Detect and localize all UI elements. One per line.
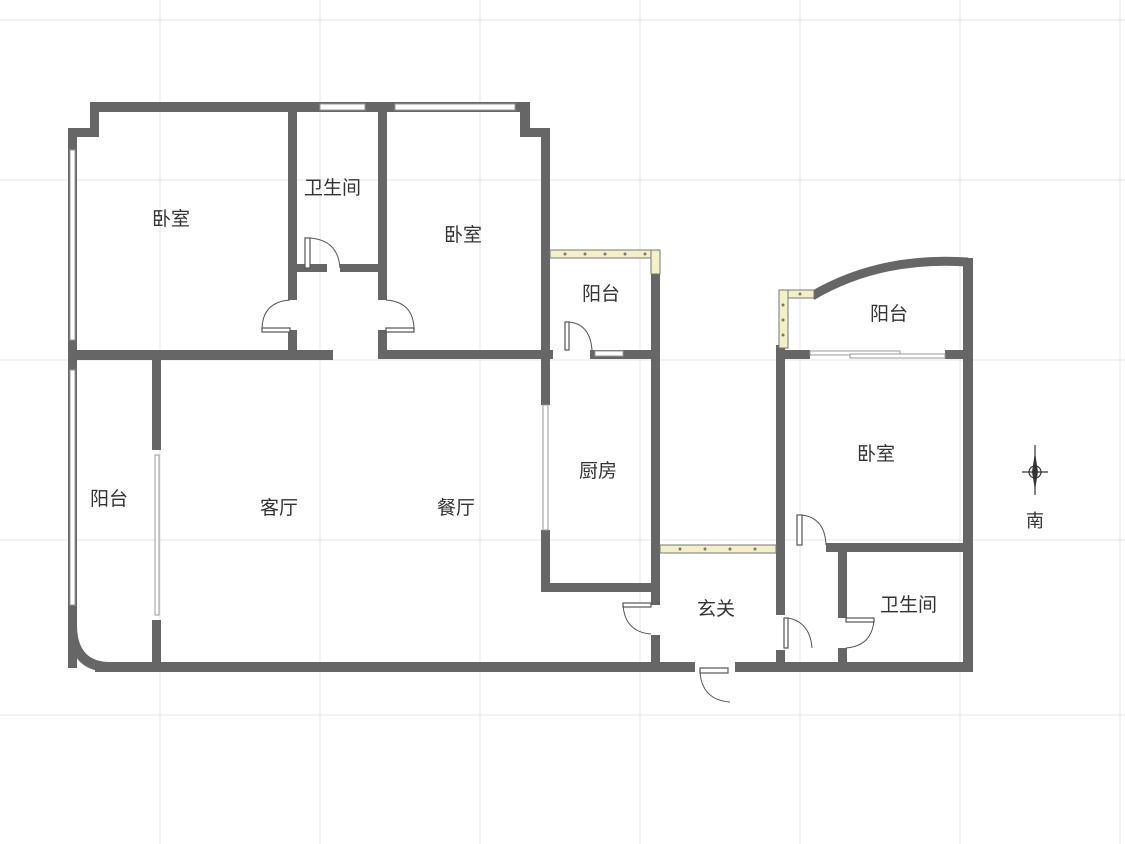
label-living-room: 客厅 bbox=[260, 497, 298, 519]
windows bbox=[69, 103, 946, 616]
label-bedroom-nw: 卧室 bbox=[152, 208, 190, 230]
door-bedroom-nw bbox=[261, 299, 291, 333]
label-balcony-west: 阳台 bbox=[90, 488, 128, 510]
label-bedroom-east: 卧室 bbox=[857, 443, 895, 465]
door-east-corridor bbox=[783, 617, 813, 649]
doors bbox=[261, 237, 875, 703]
door-kitchen bbox=[622, 602, 652, 635]
door-entrance bbox=[699, 667, 731, 703]
label-bedroom-n: 卧室 bbox=[444, 224, 482, 246]
compass-label: 南 bbox=[1026, 511, 1044, 532]
label-kitchen: 厨房 bbox=[579, 460, 617, 482]
label-bathroom-n: 卫生间 bbox=[304, 177, 361, 199]
balcony-railings bbox=[549, 249, 815, 554]
door-bedroom-east bbox=[796, 514, 827, 546]
door-bathroom-n bbox=[304, 237, 341, 269]
label-balcony-east: 阳台 bbox=[870, 303, 908, 325]
label-dining-room: 餐厅 bbox=[437, 497, 475, 519]
door-bathroom-east bbox=[845, 617, 875, 649]
compass-arrow-icon bbox=[1022, 445, 1048, 495]
door-bedroom-n bbox=[385, 299, 415, 333]
compass: 南 bbox=[1022, 445, 1048, 532]
label-balcony-kitchen: 阳台 bbox=[582, 283, 620, 305]
door-kitchen-balcony bbox=[564, 321, 624, 357]
room-labels: 卧室 卫生间 卧室 阳台 阳台 阳台 客厅 餐厅 厨房 卧室 玄关 卫生间 bbox=[90, 177, 937, 620]
label-entrance: 玄关 bbox=[697, 598, 735, 620]
label-bathroom-east: 卫生间 bbox=[880, 594, 937, 616]
walls bbox=[68, 102, 973, 672]
